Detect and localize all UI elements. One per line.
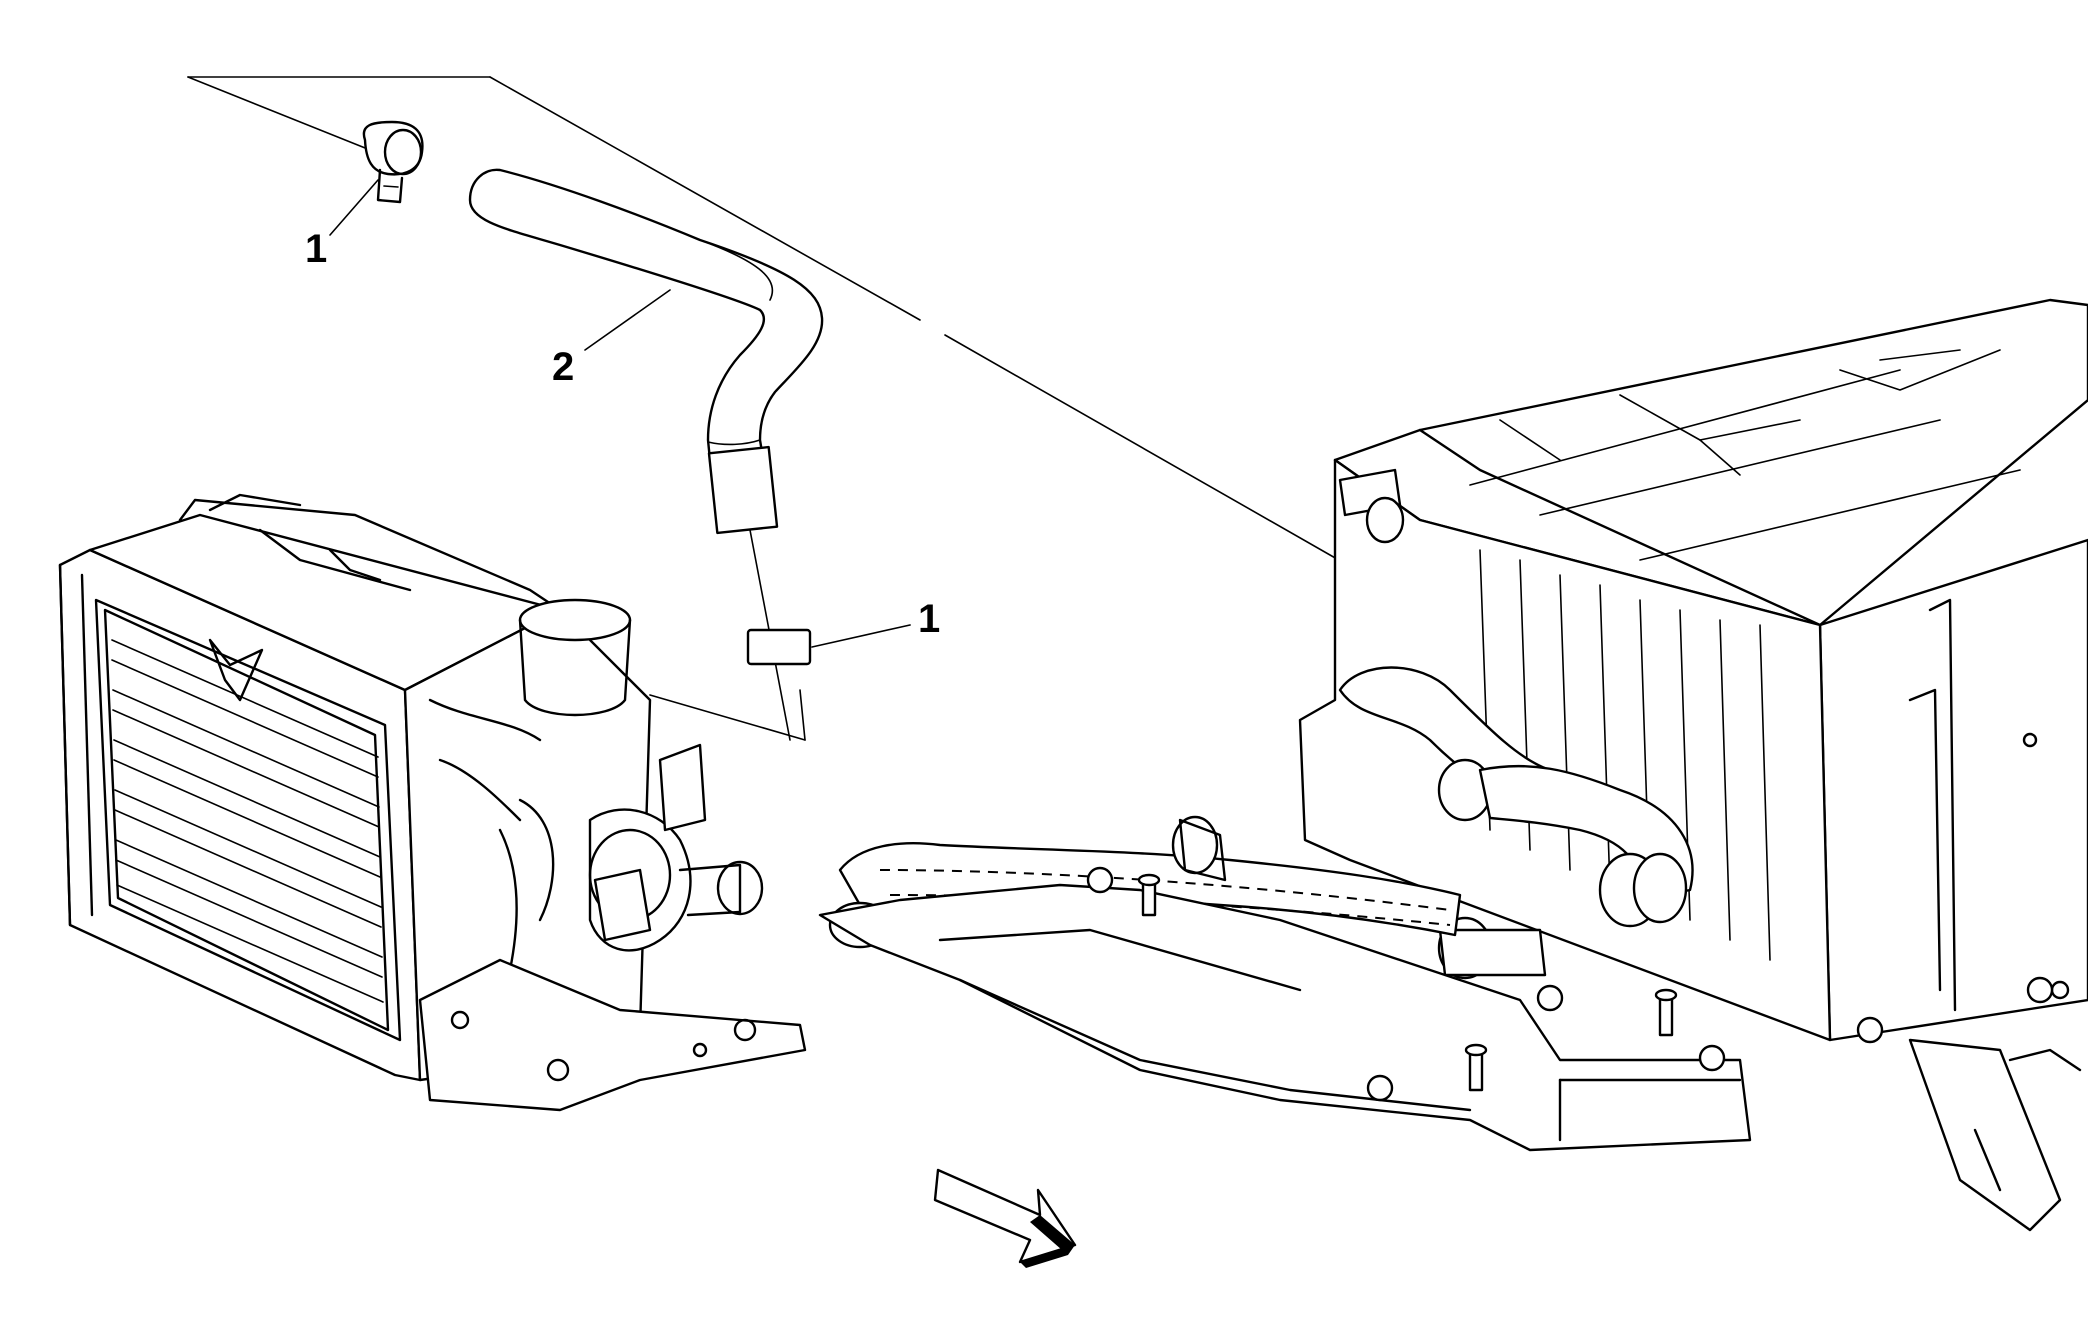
left-assembly xyxy=(58,493,807,1112)
callout-2-hose: 2 xyxy=(552,345,574,389)
right-assembly xyxy=(818,298,2088,1232)
louvre-slats xyxy=(111,639,384,1003)
callout-1-upper-clamp: 1 xyxy=(305,227,327,271)
callout-leaders xyxy=(329,179,671,351)
callout-1-lower-clamp: 1 xyxy=(918,597,940,641)
mounting-studs xyxy=(1086,866,2054,1102)
coolant-hose xyxy=(468,168,824,741)
lower-clamp xyxy=(746,624,911,666)
direction-arrow xyxy=(933,1168,1077,1268)
upper-clamp xyxy=(362,120,424,204)
